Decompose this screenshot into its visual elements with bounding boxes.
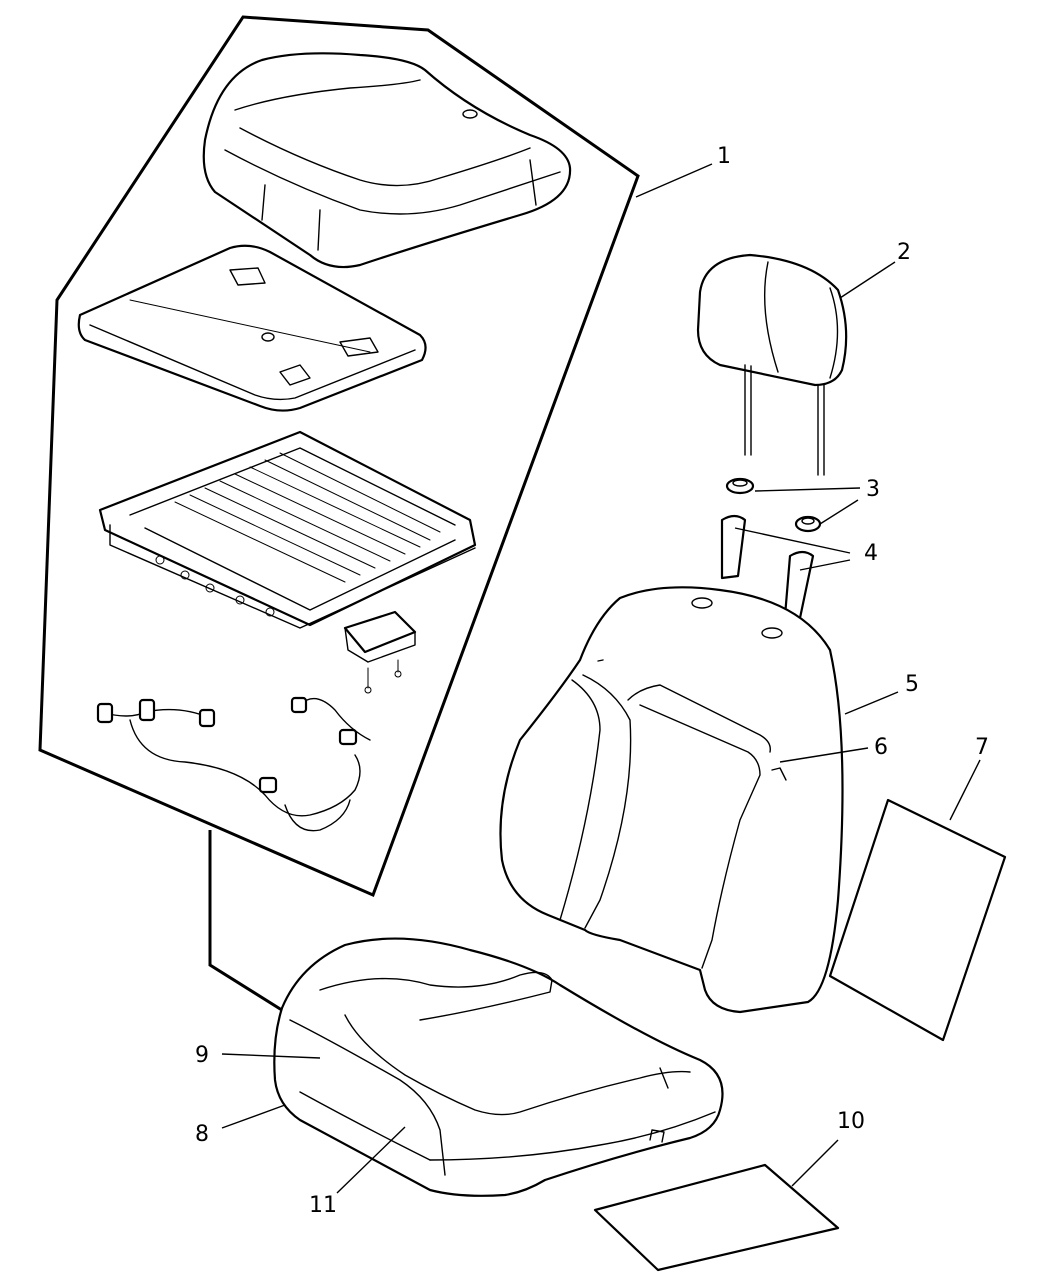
seat-back-panel (828, 798, 1007, 1042)
seat-cushion-pad (593, 1163, 840, 1272)
callout-7: 7 (975, 735, 989, 760)
callout-3: 3 (866, 477, 880, 502)
headrest (696, 253, 848, 476)
seat-back (499, 586, 844, 1014)
seat-pan-exploded (77, 244, 427, 412)
seat-module (343, 610, 417, 694)
callout-2: 2 (897, 240, 911, 265)
callout-9: 9 (195, 1043, 209, 1068)
callout-5: 5 (905, 672, 919, 697)
boundary-connector (208, 830, 286, 1014)
callout-1: 1 (717, 144, 731, 169)
guide-sleeves (725, 477, 822, 533)
callout-8: 8 (195, 1122, 209, 1147)
callout-6: 6 (874, 735, 888, 760)
callout-10: 10 (837, 1109, 865, 1134)
cushion-cover-exploded (202, 52, 572, 269)
callout-4: 4 (864, 541, 878, 566)
exploded-view-boundary (38, 15, 640, 898)
seat-frame-exploded (98, 430, 477, 629)
wiring-harness (96, 696, 371, 832)
callout-11: 11 (309, 1193, 337, 1218)
seat-cushion (273, 937, 724, 1197)
leader-lines (221, 163, 981, 1194)
